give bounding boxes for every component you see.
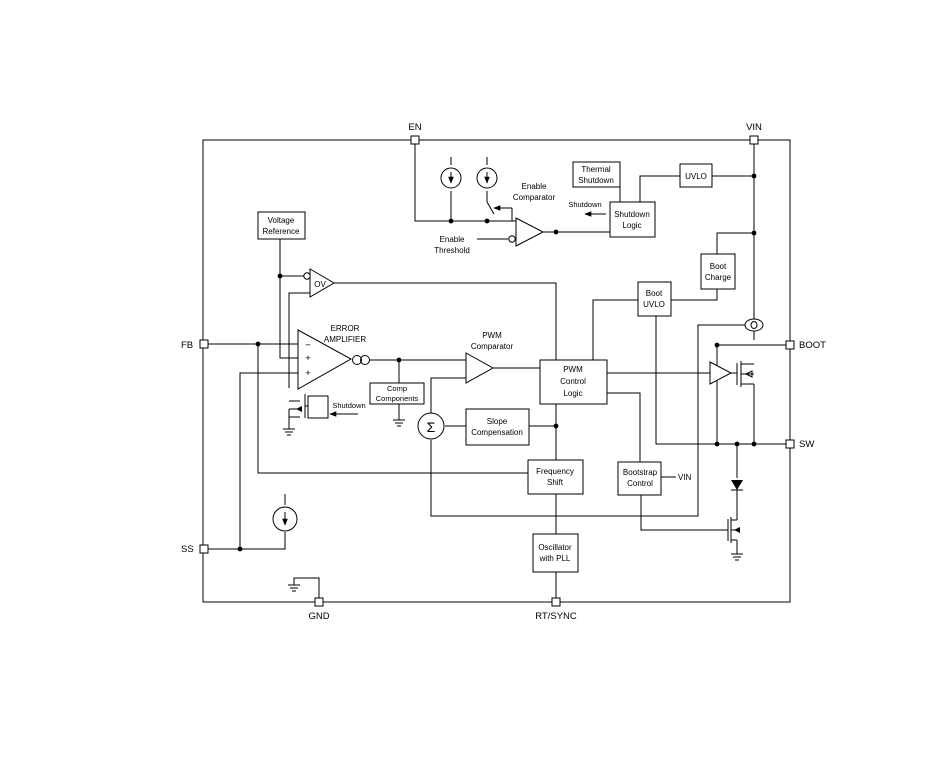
ground-icon <box>731 553 743 561</box>
pin-vin-label: VIN <box>746 122 762 133</box>
frequency-shift-label-2: Shift <box>547 478 564 487</box>
ground-icon <box>288 584 300 592</box>
comp-components-block: Comp Components <box>369 382 425 405</box>
error-amp-plus-2: + <box>305 368 311 379</box>
pin-sw: SW <box>785 439 814 450</box>
boot-uvlo-block: Boot UVLO <box>637 281 672 317</box>
boot-charge-block: Boot Charge <box>700 253 736 290</box>
junction-dots <box>237 173 757 552</box>
ov-label: OV <box>314 280 326 289</box>
error-amp-label-1: ERROR <box>331 324 360 333</box>
error-amp-label-2: AMPLIFIER <box>324 335 366 344</box>
current-source-icon <box>272 506 298 532</box>
boot-uvlo-label-2: UVLO <box>643 300 665 309</box>
pwm-comparator-label-2: Comparator <box>471 342 514 351</box>
voltage-reference-label-1: Voltage <box>268 216 295 225</box>
boot-uvlo-label-1: Boot <box>646 289 663 298</box>
enable-comparator: Enable Comparator Enable Threshold <box>434 182 555 255</box>
shutdown-left-label: Shutdown <box>332 401 365 410</box>
shutdown-switch: Shutdown <box>307 395 366 419</box>
current-source-icon <box>476 167 498 189</box>
enable-comparator-label-2: Comparator <box>513 193 556 202</box>
ic-boundary <box>202 139 791 603</box>
shutdown-logic-block: Shutdown Logic <box>609 201 656 238</box>
oscillator-block: Oscillator with PLL <box>532 533 579 573</box>
shutdown-logic-label-1: Shutdown <box>614 210 650 219</box>
slope-compensation-label-1: Slope <box>487 417 508 426</box>
boot-charge-label-2: Charge <box>705 273 732 282</box>
uvlo-block: UVLO <box>679 163 713 188</box>
sigma-symbol: Σ <box>427 419 436 435</box>
enable-threshold-label-2: Threshold <box>434 246 470 255</box>
pin-boot-label: BOOT <box>799 340 826 351</box>
ov-comparator: OV <box>303 268 335 298</box>
pwm-logic-label-2: Control <box>560 377 586 386</box>
error-amp-plus-1: + <box>305 353 311 364</box>
frequency-shift-label-1: Frequency <box>536 467 574 476</box>
pin-fb: FB <box>181 339 209 351</box>
pwm-control-logic-block: PWM Control Logic <box>539 359 608 405</box>
voltage-reference-block: Voltage Reference <box>257 211 306 240</box>
pin-vin: VIN <box>746 122 762 145</box>
boot-charge-label-1: Boot <box>710 262 727 271</box>
slope-compensation-block: Slope Compensation <box>465 408 530 446</box>
bootstrap-control-label-2: Control <box>627 479 653 488</box>
current-source-icon <box>440 167 462 189</box>
thermal-shutdown-block: Thermal Shutdown <box>572 161 621 188</box>
error-amplifier: − + + ERROR AMPLIFIER <box>297 324 370 390</box>
pin-en-label: EN <box>408 122 421 133</box>
comp-components-label-1: Comp <box>387 384 407 393</box>
pin-rtsync: RT/SYNC <box>535 597 577 622</box>
enable-comparator-label-1: Enable <box>522 182 547 191</box>
frequency-shift-block: Frequency Shift <box>527 459 584 495</box>
gate-driver-buffer <box>709 361 733 385</box>
slope-compensation-label-2: Compensation <box>471 428 523 437</box>
diode-icon <box>731 480 743 491</box>
ground-icon <box>393 419 405 427</box>
pin-sw-label: SW <box>799 439 814 450</box>
fet-arrow-icon <box>296 406 302 412</box>
pin-ss-label: SS <box>181 544 194 555</box>
shutdown-logic-label-2: Logic <box>622 221 641 230</box>
pin-en: EN <box>408 122 422 145</box>
ground-icon <box>283 428 295 436</box>
pin-rtsync-label: RT/SYNC <box>535 611 577 622</box>
enable-threshold-label-1: Enable <box>440 235 465 244</box>
uvlo-label: UVLO <box>685 172 707 181</box>
oscillator-label-2: with PLL <box>539 554 571 563</box>
pwm-comparator-label-1: PWM <box>482 331 502 340</box>
pwm-logic-label-1: PWM <box>563 365 583 374</box>
bootstrap-control-block: Bootstrap Control VIN <box>617 461 692 496</box>
oscillator-label-1: Oscillator <box>538 543 572 552</box>
comp-components-label-2: Components <box>376 394 419 403</box>
summing-node: Σ <box>417 412 445 440</box>
error-amp-minus: − <box>305 340 311 351</box>
pin-fb-label: FB <box>181 340 193 351</box>
voltage-reference-label-2: Reference <box>263 227 300 236</box>
pin-boot: BOOT <box>785 340 826 351</box>
fet-arrow-icon <box>734 527 740 533</box>
thermal-shutdown-label-2: Shutdown <box>578 176 614 185</box>
bootstrap-vin-label: VIN <box>678 473 692 482</box>
pin-gnd-label: GND <box>308 611 329 622</box>
thermal-shutdown-label-1: Thermal <box>581 165 611 174</box>
pin-gnd: GND <box>308 597 330 622</box>
pwm-logic-label-3: Logic <box>563 389 582 398</box>
shutdown-signal-label: Shutdown <box>568 200 601 209</box>
current-sense-icon <box>744 318 764 332</box>
pwm-comparator: PWM Comparator <box>465 331 514 384</box>
pin-ss: SS <box>181 544 209 555</box>
bootstrap-control-label-1: Bootstrap <box>623 468 658 477</box>
